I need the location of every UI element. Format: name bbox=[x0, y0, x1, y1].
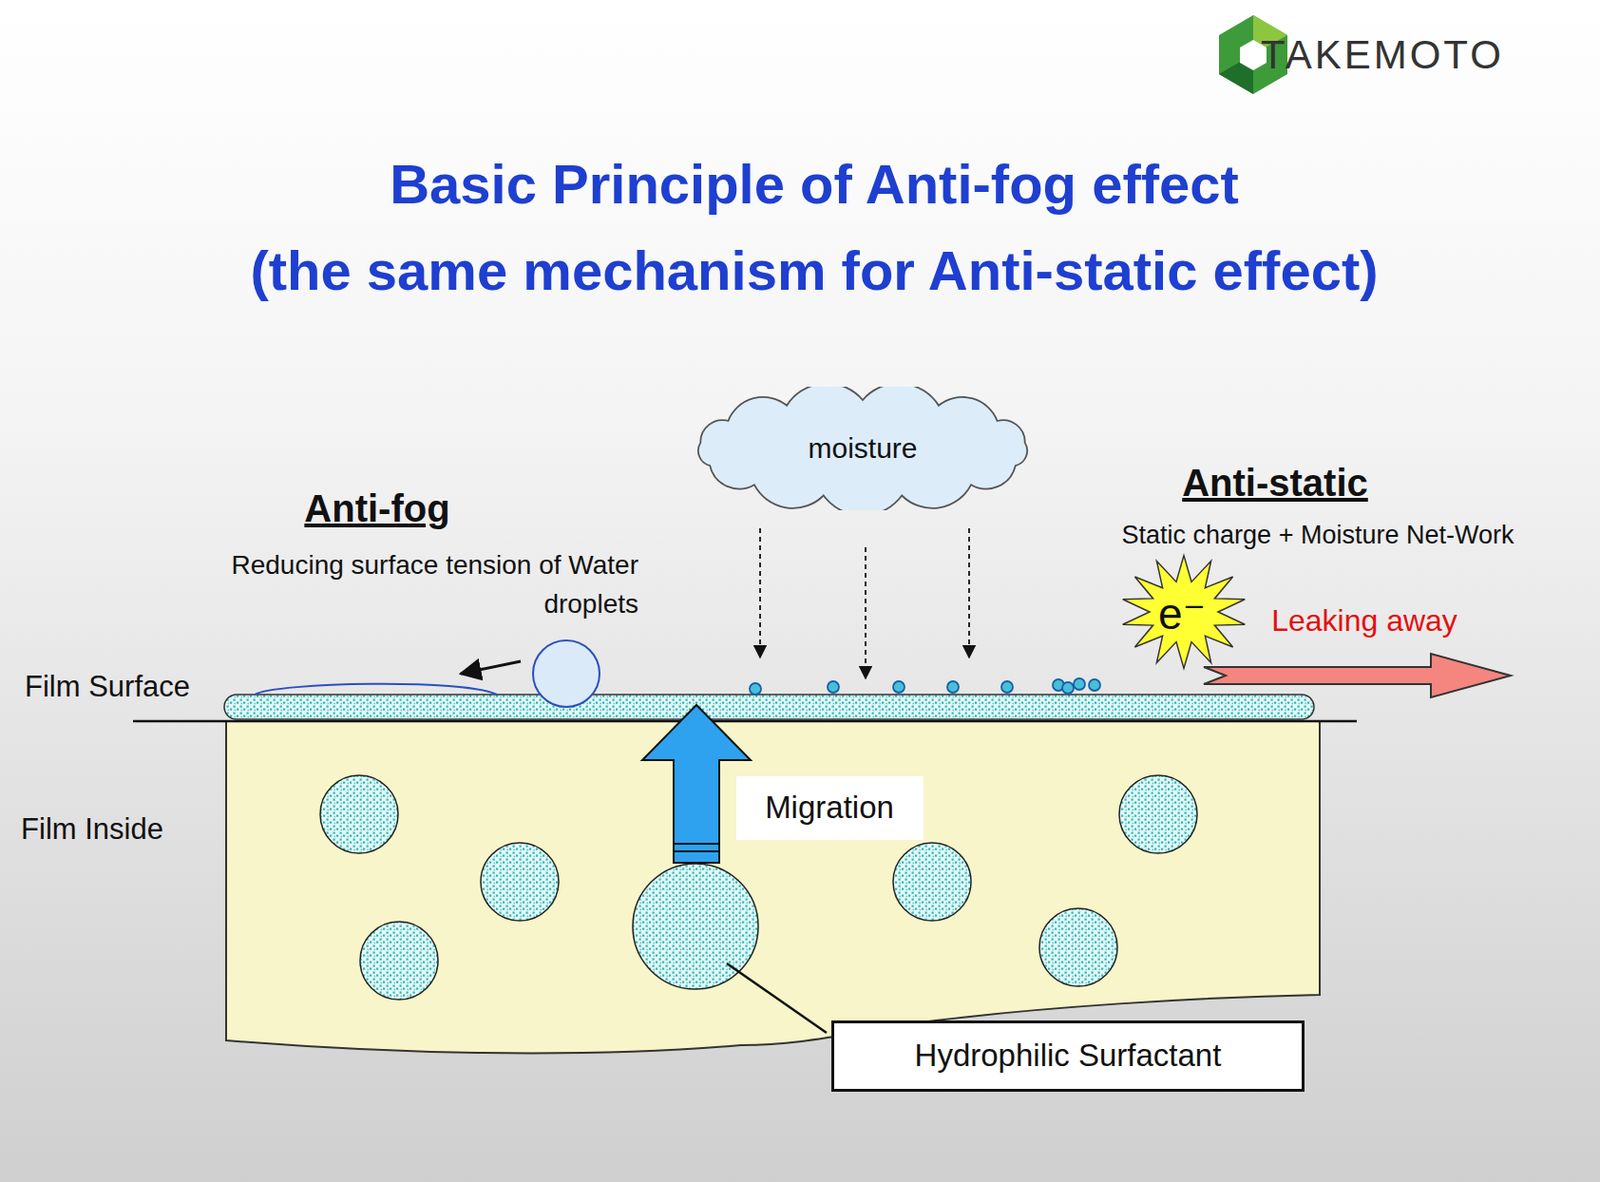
title: Basic Principle of Anti-fog effect bbox=[389, 152, 1239, 216]
surfactant-particles bbox=[320, 775, 1198, 1000]
film-body bbox=[226, 721, 1320, 1053]
electron-burst bbox=[1123, 555, 1246, 669]
part-label: Film Inside bbox=[20, 808, 164, 852]
small-droplets bbox=[749, 678, 1101, 695]
surface-line bbox=[133, 720, 1357, 724]
leaking-arrow bbox=[1203, 653, 1511, 698]
process-label-box: Migration bbox=[736, 776, 924, 840]
note: Static charge + Moisture Net-Work bbox=[1122, 516, 1515, 554]
note: Reducing surface tension of Water drople… bbox=[220, 546, 639, 624]
subtitle: (the same mechanism for Anti-static effe… bbox=[249, 230, 1378, 311]
part-label: Film Surface bbox=[24, 666, 191, 709]
leader-line bbox=[726, 963, 827, 1033]
surfactant-layer bbox=[224, 694, 1315, 720]
section-heading: Anti-static bbox=[1181, 455, 1369, 511]
section-heading: Anti-fog bbox=[304, 480, 450, 536]
node-text: Migration bbox=[764, 789, 895, 826]
migration-arrow bbox=[642, 704, 751, 863]
arrow-label: Leaking away bbox=[1271, 598, 1458, 643]
node-text: moisture bbox=[807, 432, 917, 465]
moisture-arrows bbox=[760, 528, 970, 679]
callout-box: Hydrophilic Surfactant bbox=[831, 1020, 1305, 1092]
logo-text: TAKEMOTO bbox=[1260, 26, 1505, 85]
moisture-cloud: moisture bbox=[684, 386, 1042, 511]
electron-symbol: e⁻ bbox=[1158, 582, 1206, 647]
water-droplet bbox=[254, 640, 600, 707]
node-text: Hydrophilic Surfactant bbox=[914, 1037, 1222, 1074]
